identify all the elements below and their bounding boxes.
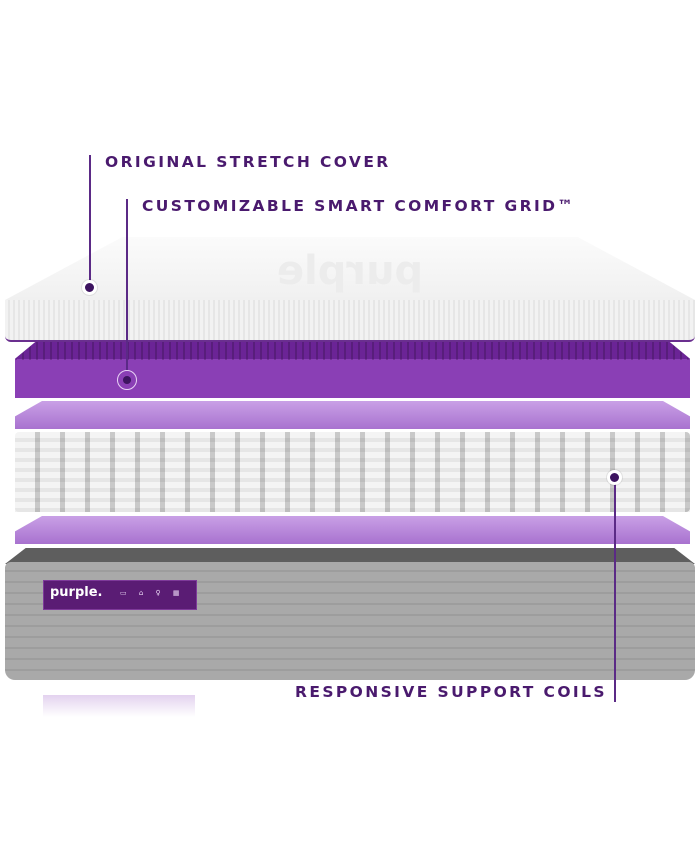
grid-label: CUSTOMIZABLE SMART COMFORT GRID™ — [142, 197, 576, 215]
base-top — [5, 548, 695, 564]
transition-layer-upper — [15, 401, 690, 429]
transition-layer-lower — [15, 516, 690, 544]
grid-texture — [15, 342, 690, 360]
support-coils-layer — [15, 432, 690, 512]
grid-callout-dot — [117, 370, 137, 390]
coils-label: RESPONSIVE SUPPORT COILS — [295, 683, 607, 701]
stretch-cover-top — [5, 237, 695, 307]
cover-embossed-logo: purple — [276, 248, 424, 294]
brand-tag — [43, 580, 197, 610]
cover-callout-line — [89, 155, 91, 283]
grid-callout-line — [126, 199, 128, 371]
tag-reflection — [43, 695, 195, 717]
coils-callout-dot — [607, 470, 622, 485]
stretch-cover-side — [5, 300, 695, 342]
brand-logo: purple. — [50, 585, 103, 600]
cover-callout-dot — [82, 280, 97, 295]
coils-callout-line — [614, 480, 616, 702]
certification-icons: ▭ ⌂ ♀ ▦ — [120, 589, 185, 597]
cover-label: ORIGINAL STRETCH COVER — [105, 153, 391, 171]
